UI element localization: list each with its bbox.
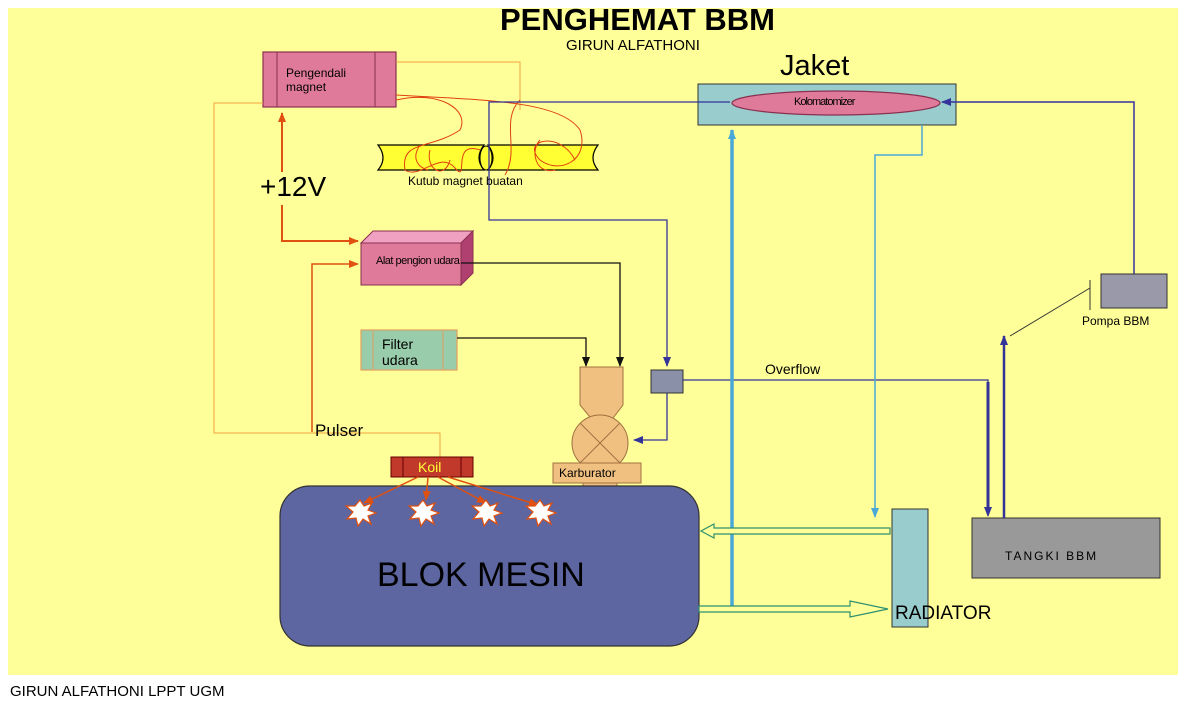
magnet-controller-label: Pengendali magnet bbox=[286, 66, 347, 94]
overflow-label: Overflow bbox=[765, 361, 821, 377]
air-ionizer-label: Alat pengion udara bbox=[376, 255, 460, 267]
radiator-label: RADIATOR bbox=[895, 603, 992, 624]
engine-block-label: BLOK MESIN bbox=[377, 556, 585, 594]
spark-icon bbox=[344, 498, 558, 528]
filter-to-carb-line bbox=[457, 337, 590, 367]
pulser-label: Pulser bbox=[315, 421, 364, 440]
ionizer-to-carb-line bbox=[461, 262, 624, 367]
fuel-pump bbox=[1100, 273, 1168, 309]
carburetor-label: Karburator bbox=[559, 466, 616, 480]
footer-credit: GIRUN ALFATHONI LPPT UGM bbox=[10, 683, 225, 700]
magnet-poles-label: Kutub magnet buatan bbox=[408, 174, 523, 188]
fuel-tank bbox=[971, 517, 1161, 579]
coil-box bbox=[390, 456, 474, 478]
jacket-label: Jaket bbox=[780, 50, 850, 82]
atomizer-to-valve-line bbox=[488, 101, 730, 367]
air-ionizer-box bbox=[359, 229, 475, 287]
controller-wire-left bbox=[213, 102, 441, 457]
fuel-tank-label: TANGKI BBM bbox=[1005, 549, 1099, 563]
voltage-label: +12V bbox=[260, 171, 327, 202]
fuel-pump-label: Pompa BBM bbox=[1082, 314, 1150, 328]
controller-wire-right bbox=[396, 61, 521, 110]
engine-to-radiator-arrow bbox=[698, 600, 889, 618]
valve-to-carb-line bbox=[633, 393, 668, 444]
ignition-wires bbox=[363, 476, 539, 507]
radiator-return-arrow bbox=[699, 522, 891, 540]
carburetor bbox=[552, 366, 642, 501]
voltage-arrow-to-ionizer bbox=[281, 205, 359, 245]
atomizer-label: Kolomatomizer bbox=[794, 96, 855, 108]
magnet-controller bbox=[262, 51, 397, 108]
air-filter-label: Filter udara bbox=[382, 336, 418, 368]
jacket-box bbox=[697, 83, 957, 126]
air-filter-box bbox=[360, 329, 458, 371]
page-title: PENGHEMAT BBM bbox=[500, 2, 775, 37]
radiator bbox=[891, 508, 929, 628]
page-subtitle: GIRUN ALFATHONI bbox=[566, 37, 700, 54]
pump-to-atomizer-line bbox=[941, 98, 1135, 275]
pump-connector-line bbox=[1009, 280, 1091, 337]
engine-block bbox=[279, 485, 700, 647]
coil-label: Koil bbox=[418, 459, 442, 475]
pulser-line bbox=[311, 260, 359, 432]
coolant-line-down bbox=[871, 125, 923, 518]
overflow-valve bbox=[650, 369, 684, 394]
